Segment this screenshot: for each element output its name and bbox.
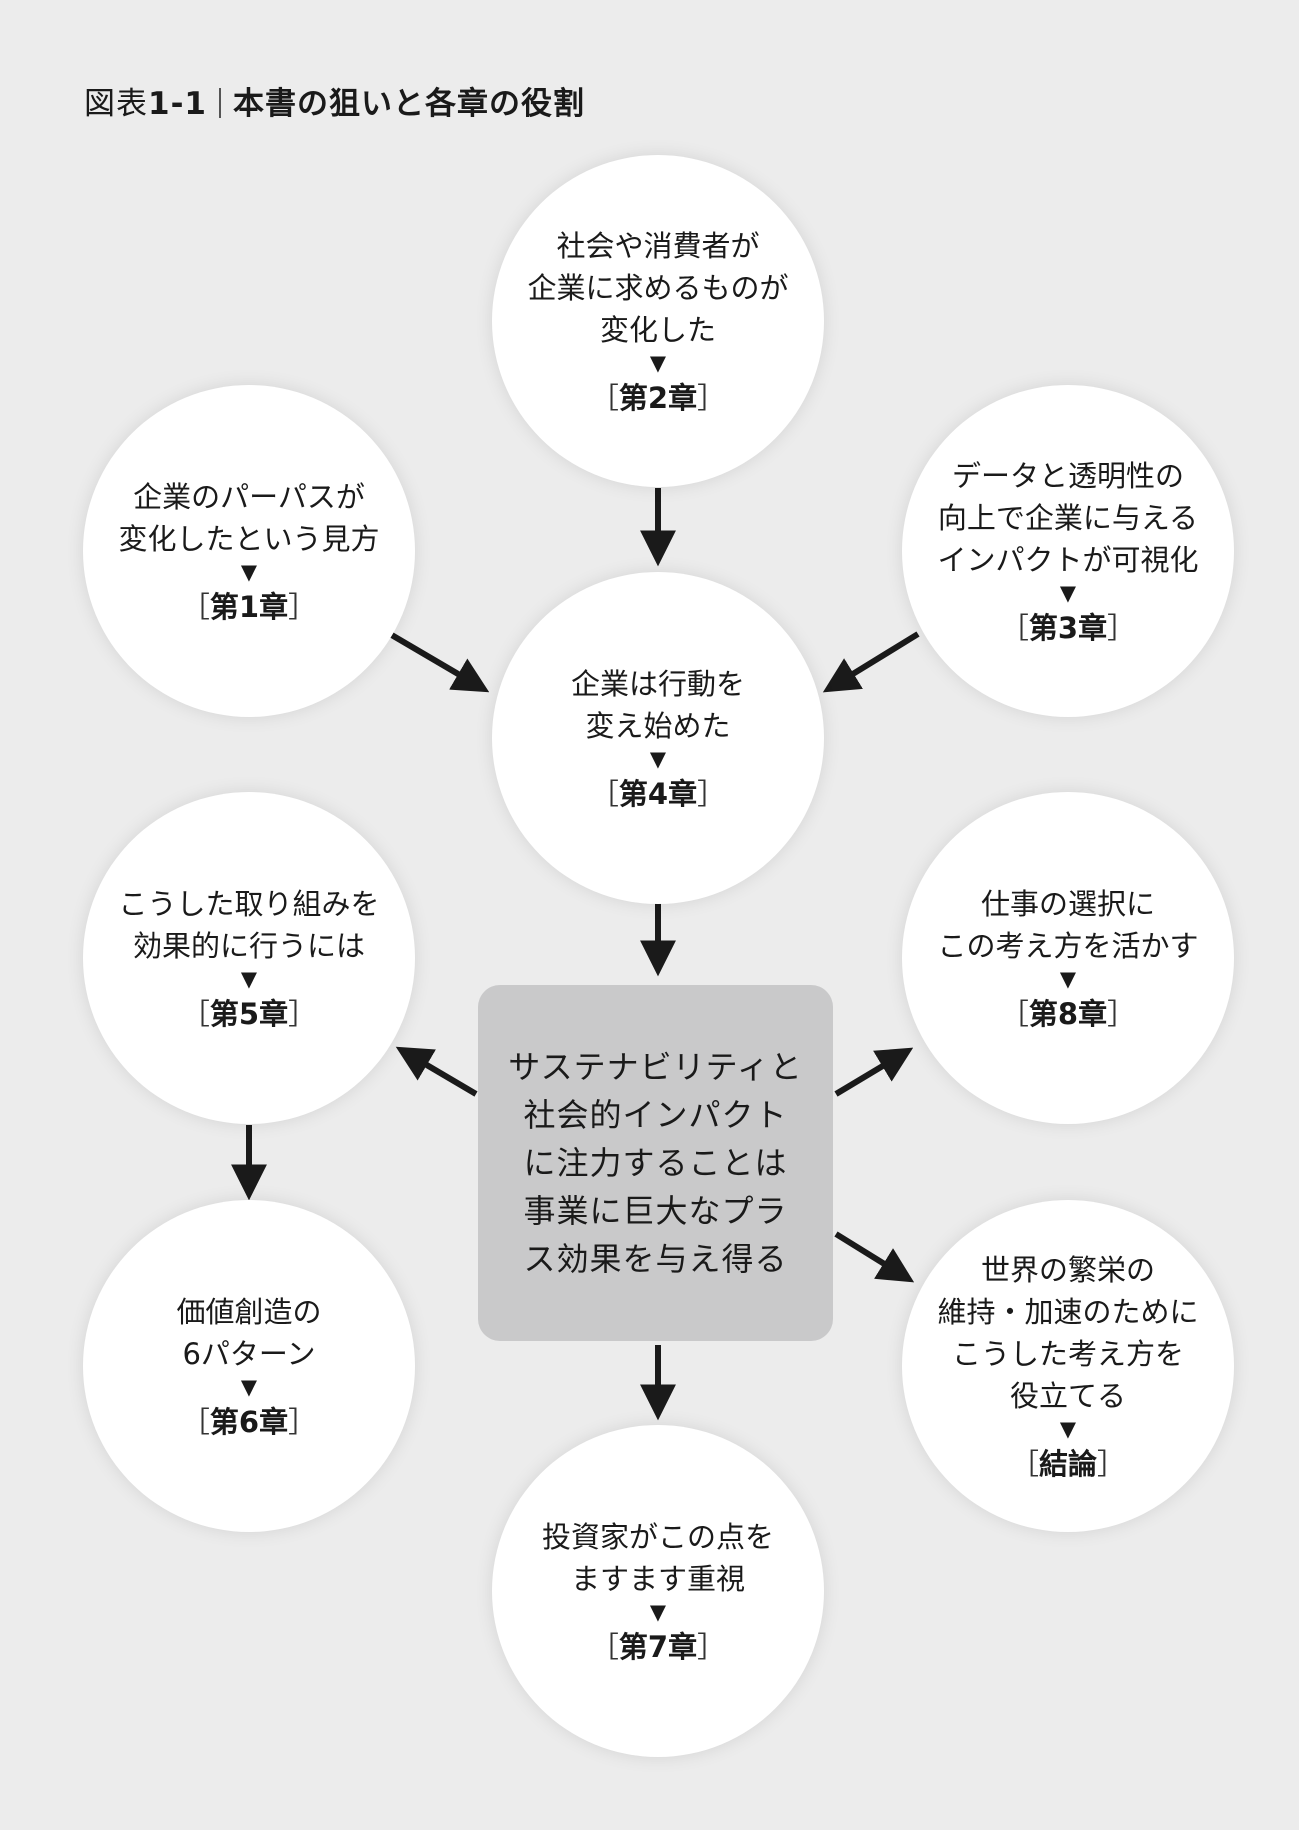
node-ch2-line-1: 社会や消費者が bbox=[556, 228, 760, 263]
node-conclusion-line-3: こうした考え方を bbox=[951, 1336, 1184, 1371]
node-ch4-line-1: 企業は行動を bbox=[570, 666, 745, 701]
down-triangle-icon: ▼ bbox=[649, 746, 667, 771]
node-ch6-chapter: ［第6章］ bbox=[180, 1404, 318, 1439]
center-line-3: に注力することは bbox=[523, 1144, 788, 1182]
figure-title: 図表1-1 本書の狙いと各章の役割 bbox=[84, 78, 585, 123]
figure-title-number: 1-1 bbox=[148, 86, 208, 122]
node-ch2-line-2: 企業に求めるものが bbox=[527, 270, 789, 305]
node-ch7: 投資家がこの点を ますます重視 ▼ ［第7章］ bbox=[492, 1425, 824, 1757]
node-ch8-line-2: この考え方を活かす bbox=[937, 928, 1199, 963]
node-ch2-chapter: ［第2章］ bbox=[589, 380, 727, 415]
node-ch2: 社会や消費者が 企業に求めるものが 変化した ▼ ［第2章］ bbox=[492, 155, 824, 487]
center-line-1: サステナビリティと bbox=[508, 1048, 803, 1086]
node-ch6-line-2: 6パターン bbox=[182, 1336, 316, 1371]
node-ch7-chapter: ［第7章］ bbox=[589, 1629, 727, 1664]
node-conclusion-line-2: 維持・加速のために bbox=[937, 1294, 1199, 1329]
node-ch1: 企業のパーパスが 変化したという見方 ▼ ［第1章］ bbox=[83, 385, 415, 717]
arrow-center-to-ch5 bbox=[395, 1046, 478, 1097]
figure-title-text: 本書の狙いと各章の役割 bbox=[233, 86, 586, 122]
node-ch2-line-3: 変化した bbox=[599, 312, 716, 347]
node-conclusion-line-4: 役立てる bbox=[1009, 1378, 1126, 1413]
figure-title-label: 図表 bbox=[84, 86, 148, 122]
node-ch5-line-2: 効果的に行うには bbox=[132, 928, 365, 963]
node-ch3-chapter: ［第3章］ bbox=[999, 610, 1137, 645]
node-ch3: データと透明性の 向上で企業に与える インパクトが可視化 ▼ ［第3章］ bbox=[902, 385, 1234, 717]
down-triangle-icon: ▼ bbox=[240, 966, 258, 991]
node-ch8-chapter: ［第8章］ bbox=[999, 996, 1137, 1031]
node-ch8: 仕事の選択に この考え方を活かす ▼ ［第8章］ bbox=[902, 792, 1234, 1124]
center-line-2: 社会的インパクト bbox=[523, 1096, 788, 1134]
down-triangle-icon: ▼ bbox=[649, 1599, 667, 1624]
node-ch3-line-3: インパクトが可視化 bbox=[937, 542, 1199, 577]
down-triangle-icon: ▼ bbox=[240, 559, 258, 584]
node-ch5-line-1: こうした取り組みを bbox=[118, 886, 380, 921]
node-ch3-line-2: 向上で企業に与える bbox=[937, 500, 1199, 535]
node-ch4-chapter: ［第4章］ bbox=[589, 776, 727, 811]
down-triangle-icon: ▼ bbox=[240, 1374, 258, 1399]
arrow-ch1-to-ch4 bbox=[388, 631, 490, 693]
node-conclusion: 世界の繁栄の 維持・加速のために こうした考え方を 役立てる ▼ ［結論］ bbox=[902, 1200, 1234, 1532]
node-ch6-line-1: 価値創造の bbox=[176, 1294, 322, 1329]
center-line-5: ス効果を与え得る bbox=[523, 1240, 788, 1278]
title-divider bbox=[219, 88, 222, 118]
node-ch1-line-2: 変化したという見方 bbox=[118, 521, 380, 556]
node-ch5: こうした取り組みを 効果的に行うには ▼ ［第5章］ bbox=[83, 792, 415, 1124]
central-thesis-box: サステナビリティと 社会的インパクト に注力することは 事業に巨大なプラ ス効果… bbox=[478, 985, 833, 1341]
node-ch7-line-1: 投資家がこの点を bbox=[541, 1519, 774, 1554]
node-ch6: 価値創造の 6パターン ▼ ［第6章］ bbox=[83, 1200, 415, 1532]
node-conclusion-line-1: 世界の繁栄の bbox=[980, 1252, 1155, 1287]
down-triangle-icon: ▼ bbox=[649, 350, 667, 375]
node-ch4: 企業は行動を 変え始めた ▼ ［第4章］ bbox=[492, 572, 824, 904]
node-ch1-chapter: ［第1章］ bbox=[180, 589, 318, 624]
node-ch4-line-2: 変え始めた bbox=[585, 708, 731, 743]
down-triangle-icon: ▼ bbox=[1059, 966, 1077, 991]
down-triangle-icon: ▼ bbox=[1059, 580, 1077, 605]
node-ch7-line-2: ますます重視 bbox=[570, 1561, 745, 1596]
node-ch5-chapter: ［第5章］ bbox=[180, 996, 318, 1031]
node-conclusion-chapter: ［結論］ bbox=[1009, 1446, 1127, 1481]
node-ch8-line-1: 仕事の選択に bbox=[980, 886, 1155, 921]
down-triangle-icon: ▼ bbox=[1059, 1416, 1077, 1441]
node-ch3-line-1: データと透明性の bbox=[951, 458, 1184, 493]
node-ch1-line-1: 企業のパーパスが bbox=[133, 479, 365, 514]
arrow-center-to-conclusion bbox=[834, 1231, 915, 1283]
center-line-4: 事業に巨大なプラ bbox=[523, 1192, 788, 1230]
arrow-center-to-ch8 bbox=[834, 1047, 914, 1097]
arrow-ch3-to-ch4 bbox=[822, 631, 920, 693]
